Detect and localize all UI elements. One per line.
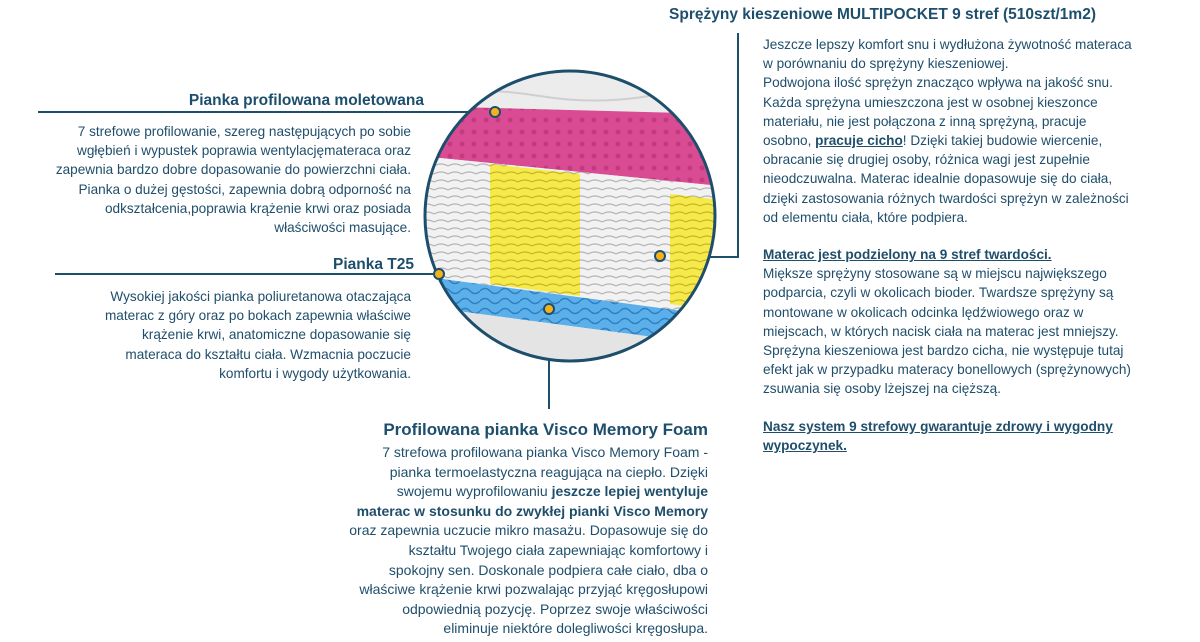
text-line: nieodczuwalna. Materac idealnie dopasowu… [763, 171, 1113, 187]
text-line: Wysokiej jakości pianka poliuretanowa ot… [110, 289, 411, 304]
text-line: efekt jak w przypadku materacy bonellowy… [763, 362, 1131, 378]
strefy-description: Materac jest podzielony na 9 stref tward… [763, 245, 1163, 399]
text-fragment: osobno, [763, 133, 816, 149]
text-line: komfortu i wygody użytkowania. [219, 365, 411, 381]
text-line: Sprężyna kieszeniowa jest bardzo cicha, … [763, 343, 1124, 359]
text-line: odpowiednią pozycję. Poprzez swoje właśc… [402, 600, 708, 617]
text-line: od elementu ciała, które podpiera. [763, 209, 968, 225]
text-fragment: swojemu wyprofilowaniu [396, 483, 552, 500]
marker-t25[interactable] [433, 268, 445, 280]
text-line: odkształcenia,poprawia krążenie krwi ora… [104, 200, 411, 216]
sprezyny-title: Sprężyny kieszeniowe MULTIPOCKET 9 stref… [669, 6, 1096, 23]
visco-title: Profilowana pianka Visco Memory Foam [383, 420, 708, 439]
text-line: swojemu wyprofilowaniu jeszcze lepiej we… [288, 482, 708, 502]
text-line: dzięki zastosowania różnych twardości sp… [763, 190, 1129, 206]
text-line: Podwojona ilość sprężyn znacząco wpływa … [763, 75, 1113, 91]
text-line: montowane w okolicach odcinka lędźwioweg… [763, 304, 1084, 320]
marker-visco[interactable] [543, 303, 555, 315]
text-line: pianka termoelastyczna reagująca na ciep… [389, 463, 708, 480]
text-line: materiału, nie jest połączona z inną spr… [763, 113, 1087, 129]
connector-spr-v [737, 33, 739, 258]
text-fragment: ! Dzięki takiej budowie wiercenie, [902, 133, 1103, 149]
strefy-heading: Materac jest podzielony na 9 stref tward… [763, 247, 1052, 262]
text-line: Miększe sprężyny stosowane są w miejscu … [763, 266, 1107, 282]
moletowana-description: 7 strefowe profilowanie, szereg następuj… [31, 122, 411, 237]
text-line: obracanie się drugiej osoby, różnica wag… [763, 152, 1090, 168]
text-line: materac z góry oraz po bokach zapewnia w… [104, 308, 411, 324]
pracuje-cicho-highlight: pracuje cicho [815, 133, 903, 149]
text-line: 7 strefowa profilowana pianka Visco Memo… [382, 444, 708, 460]
text-line: Jeszcze lepszy komfort snu i wydłużona ż… [763, 37, 1132, 52]
connector-moletowana [38, 111, 508, 113]
system-guarantee: Nasz system 9 strefowy gwarantuje zdrowy… [763, 417, 1163, 455]
text-line: w porównaniu do sprężyny kieszeniowej. [763, 56, 1009, 72]
text-bold: materac w stosunku do zwykłej pianki Vis… [356, 502, 708, 519]
text-line: 7 strefowe profilowanie, szereg następuj… [77, 124, 411, 139]
text-line: zsuwania się osoby lżejszej na cięższą. [763, 381, 1002, 397]
text-line: właściwości masujące. [274, 220, 411, 236]
text-line: spokojny sen. Doskonale podpiera całe ci… [388, 561, 708, 578]
text-line: Każda sprężyna umieszczona jest w osobne… [763, 94, 1098, 110]
t25-description: Wysokiej jakości pianka poliuretanowa ot… [51, 287, 411, 383]
text-line: materaca do kształtu ciała. Wzmacnia poc… [125, 346, 411, 362]
text-line: właściwe krążenie krwi pozwalając przyją… [359, 581, 708, 598]
text-line: miejscach, w których nacisk ciała na mat… [763, 323, 1119, 339]
mattress-cross-section-image [423, 69, 717, 363]
marker-moletowana[interactable] [489, 106, 501, 118]
connector-t25 [55, 273, 440, 275]
text-bold: jeszcze lepiej wentyluje [551, 483, 708, 500]
text-line: zapewnia bardzo dobre dopasowanie do pow… [55, 162, 411, 178]
text-line: podparcia, czyli w okolicach bioder. Twa… [763, 285, 1114, 301]
visco-description: 7 strefowa profilowana pianka Visco Memo… [288, 443, 708, 639]
text-line: materac w stosunku do zwykłej pianki Vis… [288, 502, 708, 522]
text-line: oraz zapewnia uczucie mikro masażu. Dopa… [349, 522, 708, 539]
marker-sprezyny[interactable] [654, 250, 666, 262]
text-line: Pianka o dużej gęstości, zapewnia dobrą … [78, 181, 411, 197]
t25-title: Pianka T25 [333, 256, 414, 273]
text-line: Nasz system 9 strefowy gwarantuje zdrowy… [763, 419, 1113, 434]
text-line: krążenie krwi, anatomiczne dopasowanie s… [142, 327, 411, 343]
sprezyny-description: Jeszcze lepszy komfort snu i wydłużona ż… [763, 35, 1163, 227]
text-line: osobno, pracuje cicho! Dzięki takiej bud… [763, 131, 1163, 150]
text-line: eliminuje niektóre dolegliwości kręgosłu… [443, 620, 708, 637]
text-line: wgłębień i wypustek poprawia wentylacjęm… [77, 143, 411, 159]
text-line: wypoczynek. [763, 438, 847, 454]
text-line: kształtu Twojego ciała zapewniając komfo… [408, 541, 708, 558]
moletowana-title: Pianka profilowana moletowana [188, 92, 424, 109]
